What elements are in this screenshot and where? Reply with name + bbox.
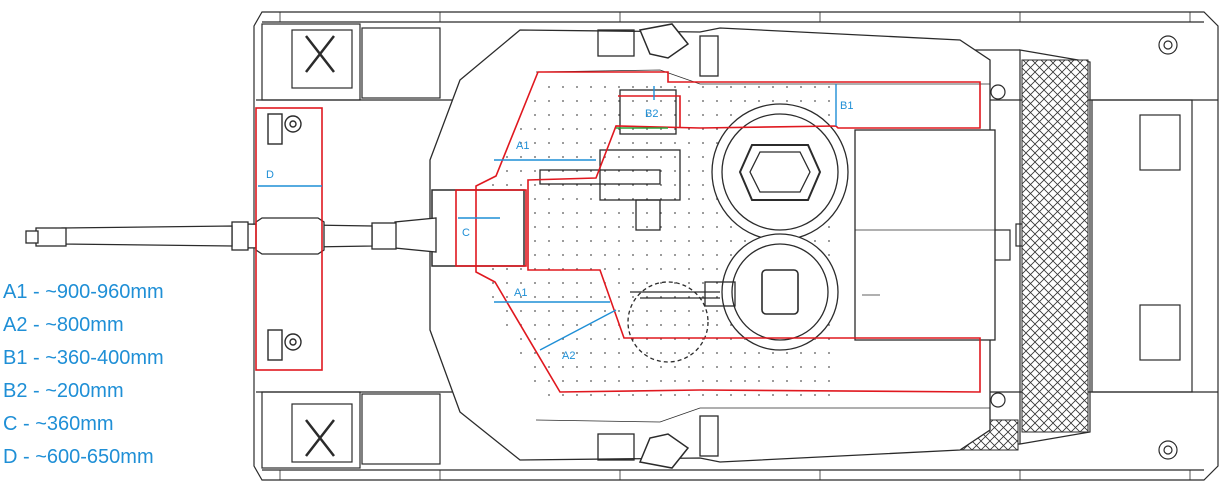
armor-outline-c [455, 189, 527, 267]
measurement-lines [258, 84, 837, 351]
turret [429, 23, 996, 469]
legend-b2: B2 - ~200mm [3, 380, 124, 402]
armor-outlines [255, 71, 981, 393]
label-a2: A2 [562, 350, 575, 362]
legend-a2: A2 - ~800mm [3, 314, 124, 336]
thickness-legend: A1 - ~900-960mm A2 - ~800mm B1 - ~360-40… [3, 276, 164, 474]
armor-outline-d [255, 107, 323, 371]
label-a1-lower: A1 [514, 287, 527, 299]
label-a1-upper: A1 [516, 140, 529, 152]
label-d: D [266, 169, 274, 181]
legend-a1: A1 - ~900-960mm [3, 281, 164, 303]
measure-a2 [539, 309, 617, 351]
legend-b1: B1 - ~360-400mm [3, 347, 164, 369]
label-b2: B2 [645, 108, 658, 120]
armor-outline-a-cheek [475, 71, 981, 393]
legend-c: C - ~360mm [3, 413, 114, 435]
tow-hooks [267, 113, 302, 361]
label-c: C [462, 227, 470, 239]
legend-d: D - ~600-650mm [3, 446, 154, 468]
main-gun [25, 217, 437, 255]
label-b1: B1 [840, 100, 853, 112]
armor-outline-b [618, 95, 681, 128]
